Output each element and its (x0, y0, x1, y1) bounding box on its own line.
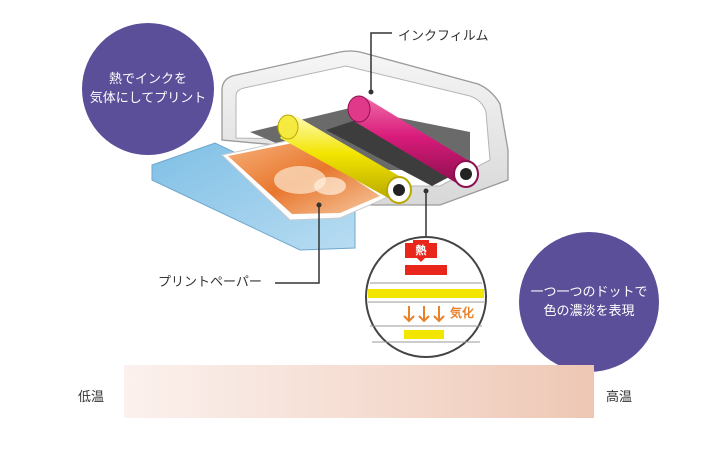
print-paper (220, 137, 392, 221)
print-paper-label: プリントペーパー (158, 275, 262, 290)
low-temp-label: 低温 (78, 390, 105, 405)
paper-tray (151, 142, 356, 251)
magenta-roller (347, 95, 479, 188)
dot-shading-callout: 一つ一つのドットで 色の濃淡を表現 (519, 232, 659, 372)
high-temp-label: 高温 (606, 390, 633, 405)
temperature-gradient-bar (124, 365, 594, 418)
callout-line: 気体にしてプリント (89, 91, 207, 106)
heat-vapor-print-callout: 熱でインクを 気体にしてプリント (82, 23, 214, 155)
ink-film-label: インクフィルム (398, 29, 489, 44)
callout-line: 色の濃淡を表現 (543, 304, 635, 319)
yellow-roller (277, 114, 412, 204)
leader-lines (275, 32, 429, 284)
callout-line: 熱でインクを (108, 72, 187, 87)
heat-label: 熱 (405, 243, 437, 258)
callout-line: 一つ一つのドットで (530, 285, 648, 300)
vaporize-label: 気化 (450, 306, 475, 320)
